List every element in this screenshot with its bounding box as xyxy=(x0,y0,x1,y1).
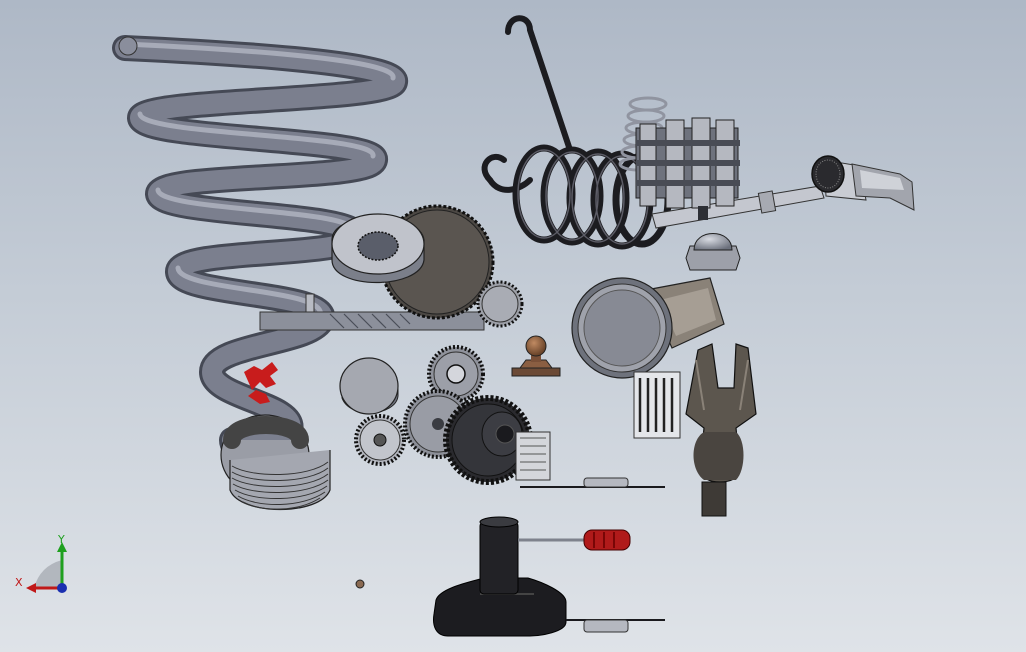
piston-cylinder[interactable] xyxy=(571,277,725,379)
small-spur-gear[interactable] xyxy=(476,280,524,328)
large-coil-spring[interactable] xyxy=(112,35,408,465)
triad-x-label: X xyxy=(15,576,23,589)
t-handle-tap-wrench[interactable] xyxy=(433,516,665,637)
triad-y-label: Y xyxy=(58,533,65,546)
lever-knob[interactable] xyxy=(511,335,561,377)
view-triad xyxy=(26,542,67,593)
dome-nut[interactable] xyxy=(685,233,741,271)
shaft-with-mesh-nozzle[interactable] xyxy=(651,155,915,229)
round-puck[interactable] xyxy=(339,357,399,415)
fork-handle[interactable] xyxy=(685,343,757,517)
threaded-sleeve[interactable] xyxy=(515,431,665,488)
splined-bushing[interactable] xyxy=(633,371,681,439)
triad-plane xyxy=(34,560,62,588)
gear-cluster[interactable] xyxy=(635,117,740,220)
small-bead[interactable] xyxy=(355,579,365,589)
gear-train[interactable] xyxy=(354,345,485,466)
bevel-gear[interactable] xyxy=(443,395,533,485)
flat-washer[interactable] xyxy=(331,213,425,283)
triad-y-arrow xyxy=(57,542,67,552)
threaded-pin[interactable] xyxy=(220,414,331,511)
red-handled-screwdriver[interactable] xyxy=(518,529,631,551)
triad-x-arrow xyxy=(26,583,36,593)
triad-z-axis xyxy=(57,583,67,593)
red-clip xyxy=(244,362,278,404)
